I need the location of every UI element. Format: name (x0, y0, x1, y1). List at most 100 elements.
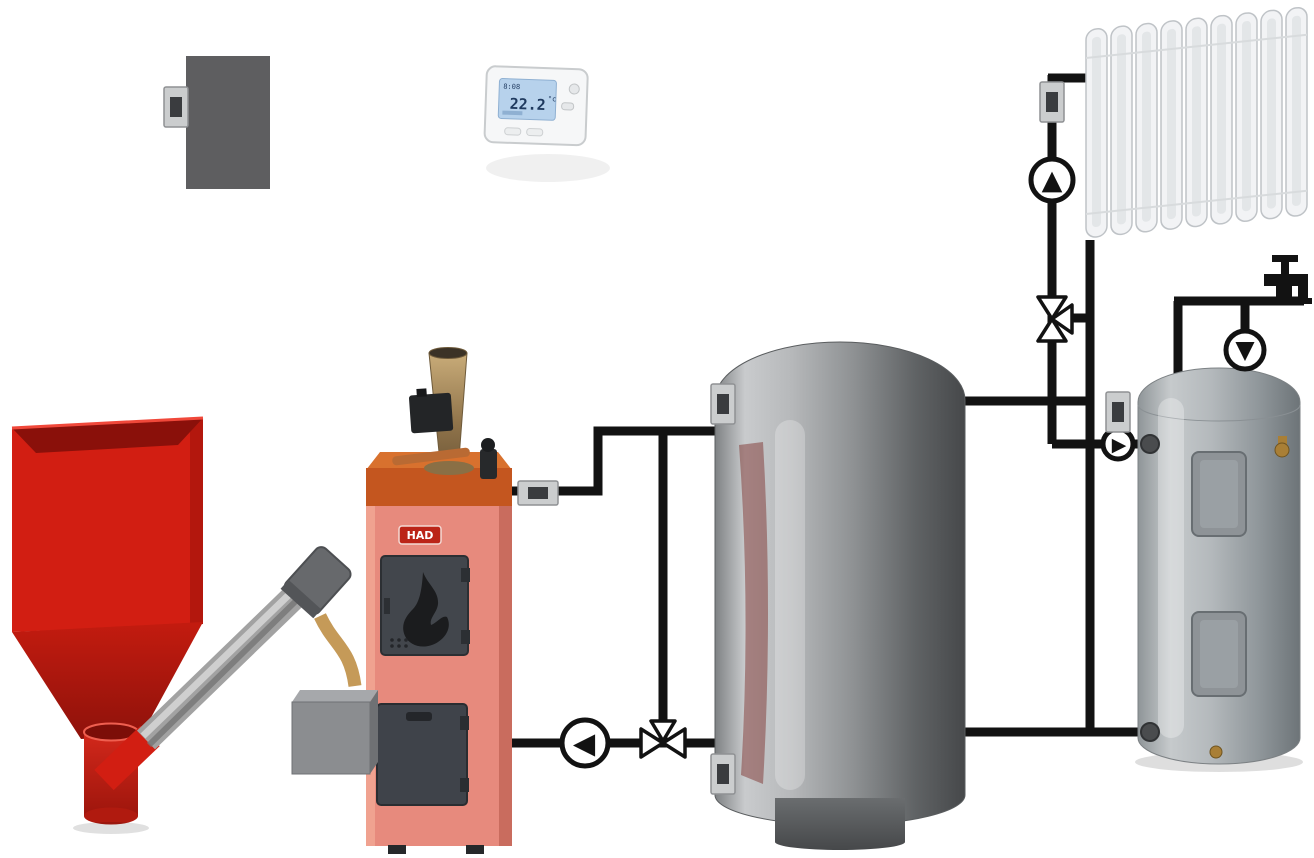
pump-down-icon: ▼ (1235, 335, 1255, 364)
valve-cone (661, 727, 687, 759)
radiator-section (1235, 12, 1258, 222)
draft-regulator (480, 438, 497, 479)
thermostat-side-button[interactable] (561, 102, 575, 111)
sensor-heating-pipe (1039, 81, 1065, 123)
thermostat-shadow (486, 154, 610, 182)
tank-panel-inner (1200, 460, 1238, 528)
door-vent (390, 644, 394, 648)
sensor-supply-coupling (517, 480, 559, 506)
lower-door-handle[interactable] (406, 712, 432, 721)
draft-regulator-ball (481, 438, 495, 452)
radiator-joint (1086, 189, 1307, 215)
pump-housing (559, 717, 611, 769)
door-vent (404, 644, 408, 648)
burner-side (370, 690, 378, 774)
sensor-buffer-bottom (710, 753, 736, 795)
pump-tap-circuit: ▼ (1223, 328, 1267, 372)
room-thermostat: 8:08 22.2 °c (483, 65, 589, 147)
thermostat-button-right[interactable] (526, 128, 544, 137)
radiator-section (1085, 28, 1108, 238)
sensor-dhw-pipe (1105, 391, 1131, 433)
burner-top (292, 690, 378, 702)
tank-fitting-brass (1274, 442, 1290, 458)
three-way-valve-boiler[interactable] (639, 719, 687, 759)
pump-up-icon: ▲ (1042, 165, 1063, 196)
lcd-segment (502, 110, 523, 116)
boiler-leg (388, 845, 406, 854)
flame-icon (403, 572, 449, 647)
boiler-brand: HAD (407, 529, 434, 542)
door-hinge (461, 630, 470, 644)
boiler-top-lever[interactable] (392, 447, 471, 466)
auger-tube (136, 579, 312, 750)
tank-drain-valve[interactable] (1209, 745, 1223, 759)
buffer-tank-body (714, 341, 966, 826)
auger-feeder (94, 546, 362, 791)
hopper-funnel (12, 622, 203, 739)
thermostat-lcd (497, 78, 557, 121)
tank-dome-seam (1137, 404, 1301, 422)
auger-red-section (94, 725, 160, 791)
thermostat-button-left[interactable] (504, 127, 522, 136)
radiator-section (1260, 9, 1283, 220)
thermostat-dial-button[interactable] (568, 83, 580, 95)
tank-inlet-upper (1140, 434, 1160, 454)
auger-motor-head (280, 546, 352, 619)
radiator (1085, 7, 1308, 238)
boiler-brand-plate (398, 525, 442, 545)
hopper-shadow (73, 822, 149, 834)
control-panel-tab (163, 86, 189, 128)
boiler-upper-door[interactable] (380, 555, 470, 656)
valve-cone (1036, 295, 1068, 321)
faucet[interactable] (1264, 255, 1312, 304)
buffer-tank (714, 341, 966, 850)
radiator-section (1210, 14, 1233, 225)
pump-housing (1028, 156, 1076, 204)
door-vent (390, 638, 394, 642)
flue-pipe (408, 347, 468, 473)
tank-panel-inner (1200, 620, 1238, 688)
valve-cone (1050, 303, 1074, 335)
pump-dhw-circuit: ▶ (1100, 426, 1136, 462)
boiler-leg (466, 845, 484, 854)
valve-cone (1036, 317, 1068, 343)
flue-damper-knob (416, 388, 427, 398)
radiator-section (1160, 20, 1183, 230)
auger-tube-highlight (140, 582, 302, 739)
three-way-valve-heating[interactable] (1036, 295, 1074, 343)
buffer-pedestal (775, 798, 905, 850)
valve-cone (649, 719, 677, 743)
pump-left-icon: ◀ (573, 726, 596, 760)
valve-cone (639, 727, 665, 759)
pump-right-icon: ▶ (1112, 434, 1127, 456)
hopper-bin (12, 418, 203, 632)
boiler-lower-door[interactable] (376, 703, 469, 806)
buffer-red-reflection (739, 442, 768, 784)
control-panel (163, 56, 270, 189)
flue-damper (408, 388, 454, 434)
thermostat-time: 8:08 (503, 83, 520, 92)
boiler-body-highlight (366, 506, 375, 846)
pumps-and-valves: ▲ ◀ ▶ ▼ (559, 156, 1267, 769)
thermostat-temperature: 22.2 (509, 95, 546, 114)
boiler-body-shade (499, 506, 512, 846)
radiator-section (1135, 22, 1158, 233)
door-vent (397, 644, 401, 648)
tank-fitting-stem (1278, 436, 1287, 448)
radiator-section (1285, 7, 1308, 217)
pellet-hose (314, 613, 362, 688)
auger-motor-cap (280, 579, 322, 619)
hopper-rim-highlight (11, 416, 204, 430)
flue-damper-box (408, 392, 454, 434)
sensor-buffer-top (710, 383, 736, 425)
thermostat-unit: °c (548, 95, 557, 103)
door-hinge (460, 716, 469, 730)
buffer-highlight (775, 420, 805, 790)
door-latch[interactable] (384, 598, 390, 614)
burner-front (291, 701, 371, 775)
door-vent (397, 638, 401, 642)
tank-body (1137, 367, 1301, 765)
control-panel-body (186, 56, 270, 189)
